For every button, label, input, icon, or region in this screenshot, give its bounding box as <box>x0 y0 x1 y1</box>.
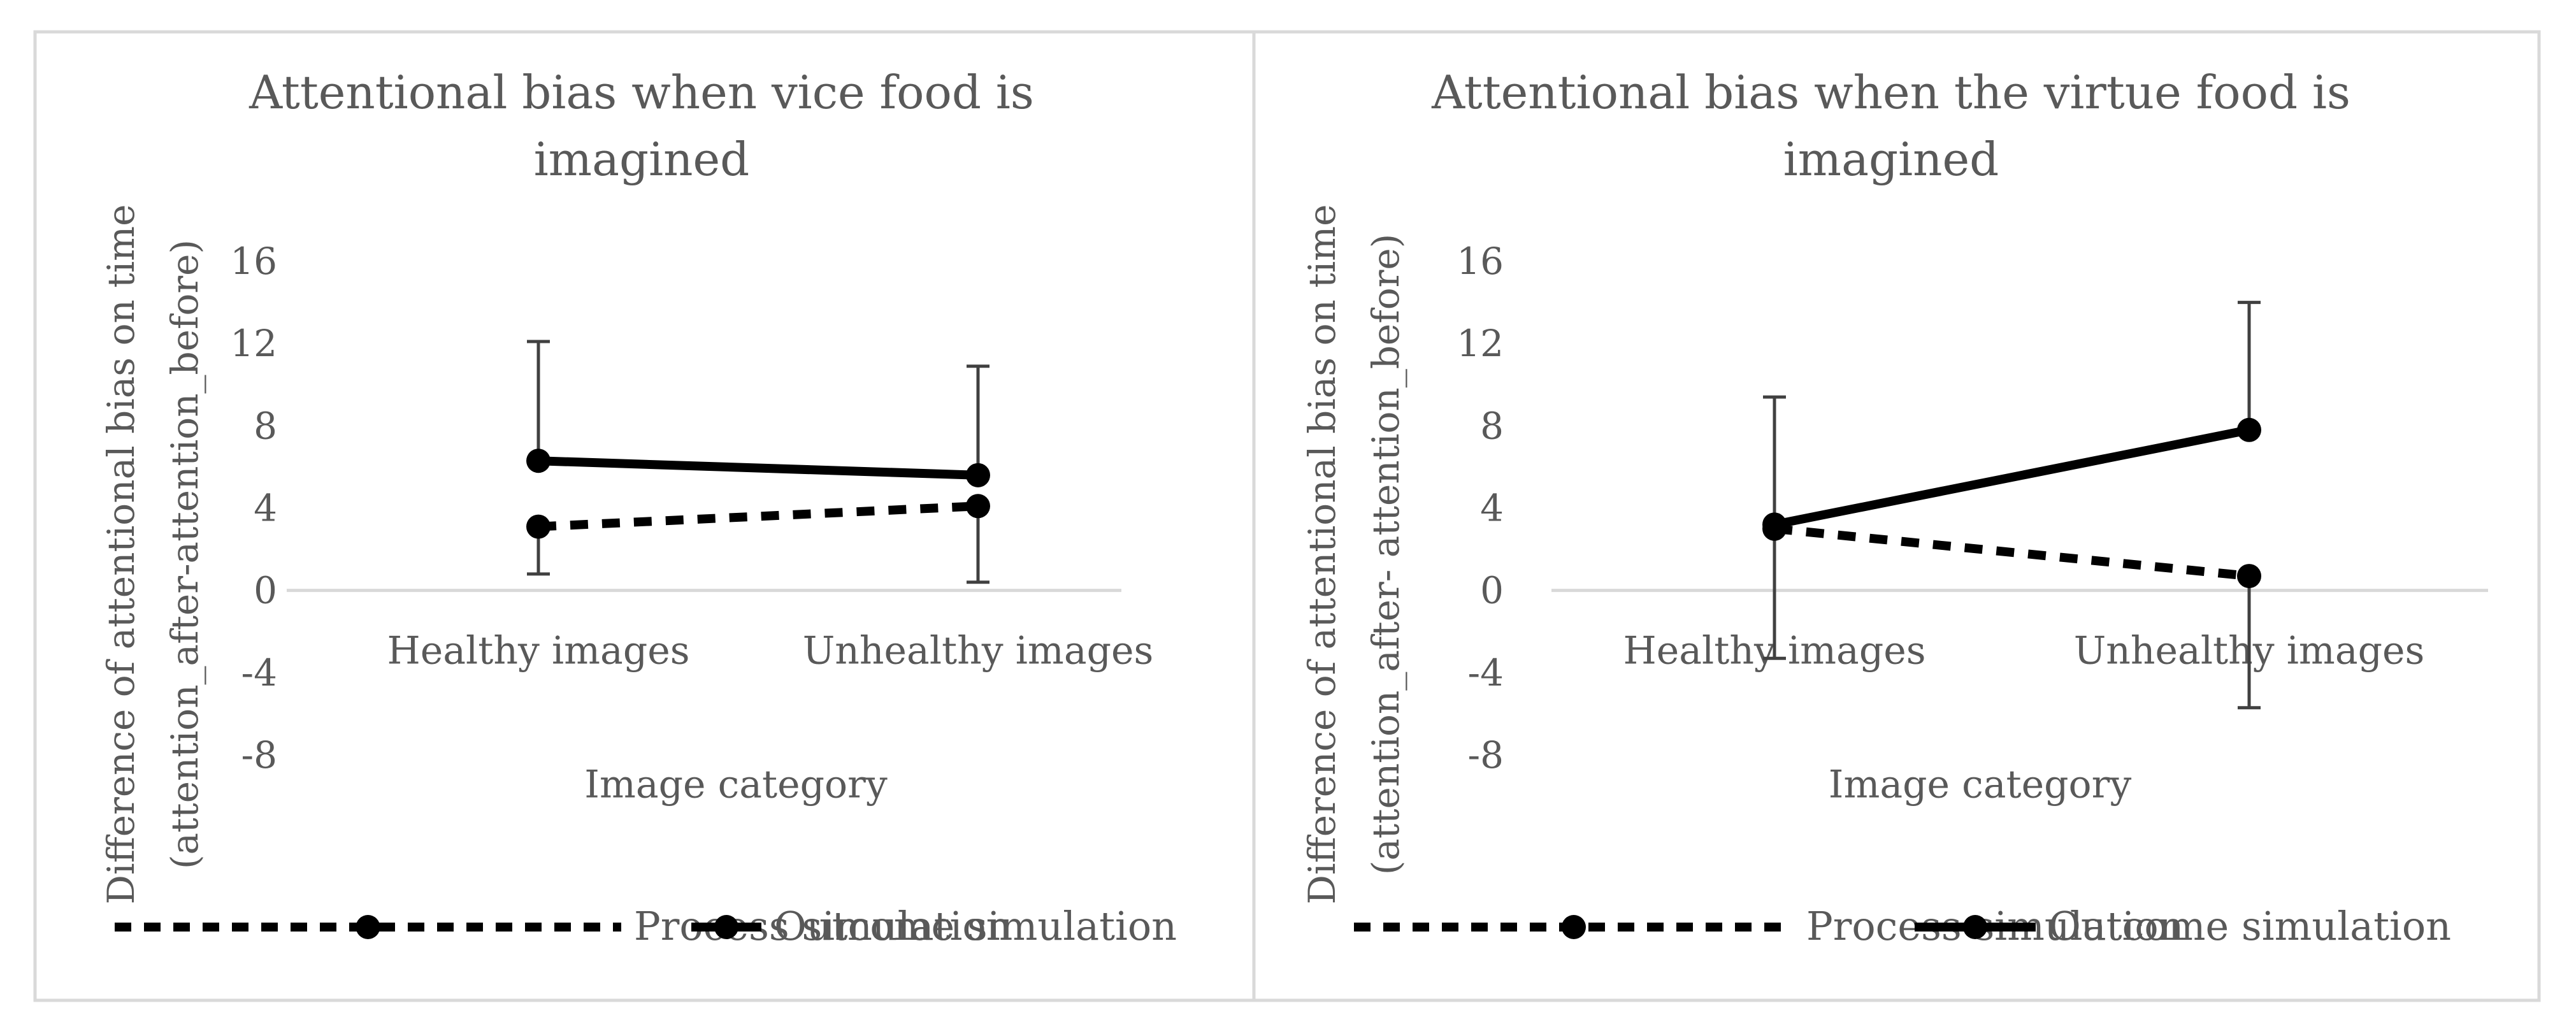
series-marker <box>966 463 990 487</box>
y-tick-label: 16 <box>1457 240 1504 283</box>
series-marker <box>1762 512 1787 537</box>
series-marker <box>526 514 550 539</box>
x-axis-title: Image category <box>584 763 888 807</box>
legend-marker <box>356 915 380 939</box>
y-tick-label: 12 <box>1457 322 1504 365</box>
legend-marker <box>1963 915 1987 939</box>
legend-label: Outcome simulation <box>2048 903 2451 949</box>
chart-title-line: Attentional bias when vice food is <box>248 66 1034 119</box>
y-tick-label: -8 <box>1468 733 1504 777</box>
chart-title-line: imagined <box>1783 133 1999 186</box>
series-marker <box>2237 417 2261 442</box>
y-tick-label: -4 <box>1468 651 1504 694</box>
y-axis-label-line: (attention_after-attention_before) <box>163 240 206 869</box>
chart-title-line: Attentional bias when the virtue food is <box>1431 66 2350 119</box>
legend-label: Outcome simulation <box>774 903 1177 949</box>
series-line <box>1773 425 2250 529</box>
y-axis-label-line: (attention_after- attention_before) <box>1364 234 1407 875</box>
y-tick-label: 12 <box>230 322 277 365</box>
series-marker <box>526 449 550 473</box>
y-tick-label: 4 <box>254 487 277 530</box>
series-line <box>538 501 979 531</box>
series-line <box>1774 524 2250 581</box>
y-axis-label-line: Difference of attentional bias on time <box>99 205 143 905</box>
y-axis-label-line: Difference of attentional bias on time <box>1300 205 1344 905</box>
series-marker <box>2237 564 2261 589</box>
legend-marker <box>714 915 738 939</box>
y-tick-label: 4 <box>1480 487 1504 530</box>
chart-panel-virtue: Attentional bias when the virtue food is… <box>1300 66 2488 949</box>
chart-title-line: imagined <box>534 133 749 186</box>
y-tick-label: 0 <box>254 569 277 612</box>
chart-panel-vice: Attentional bias when vice food is imagin… <box>99 66 1177 949</box>
x-axis-title: Image category <box>1829 763 2132 807</box>
y-tick-label: -8 <box>241 733 278 777</box>
y-tick-label: 16 <box>230 240 277 283</box>
x-tick-label: Unhealthy images <box>803 629 1154 673</box>
y-tick-label: -4 <box>241 651 278 694</box>
x-tick-label: Healthy images <box>387 629 689 673</box>
legend-marker <box>1562 915 1586 939</box>
series-line <box>538 456 979 480</box>
series-marker <box>966 494 990 519</box>
y-tick-label: 0 <box>1480 569 1504 612</box>
figure-border <box>33 30 2541 1002</box>
y-tick-label: 8 <box>1480 404 1504 447</box>
y-tick-label: 8 <box>254 404 277 447</box>
